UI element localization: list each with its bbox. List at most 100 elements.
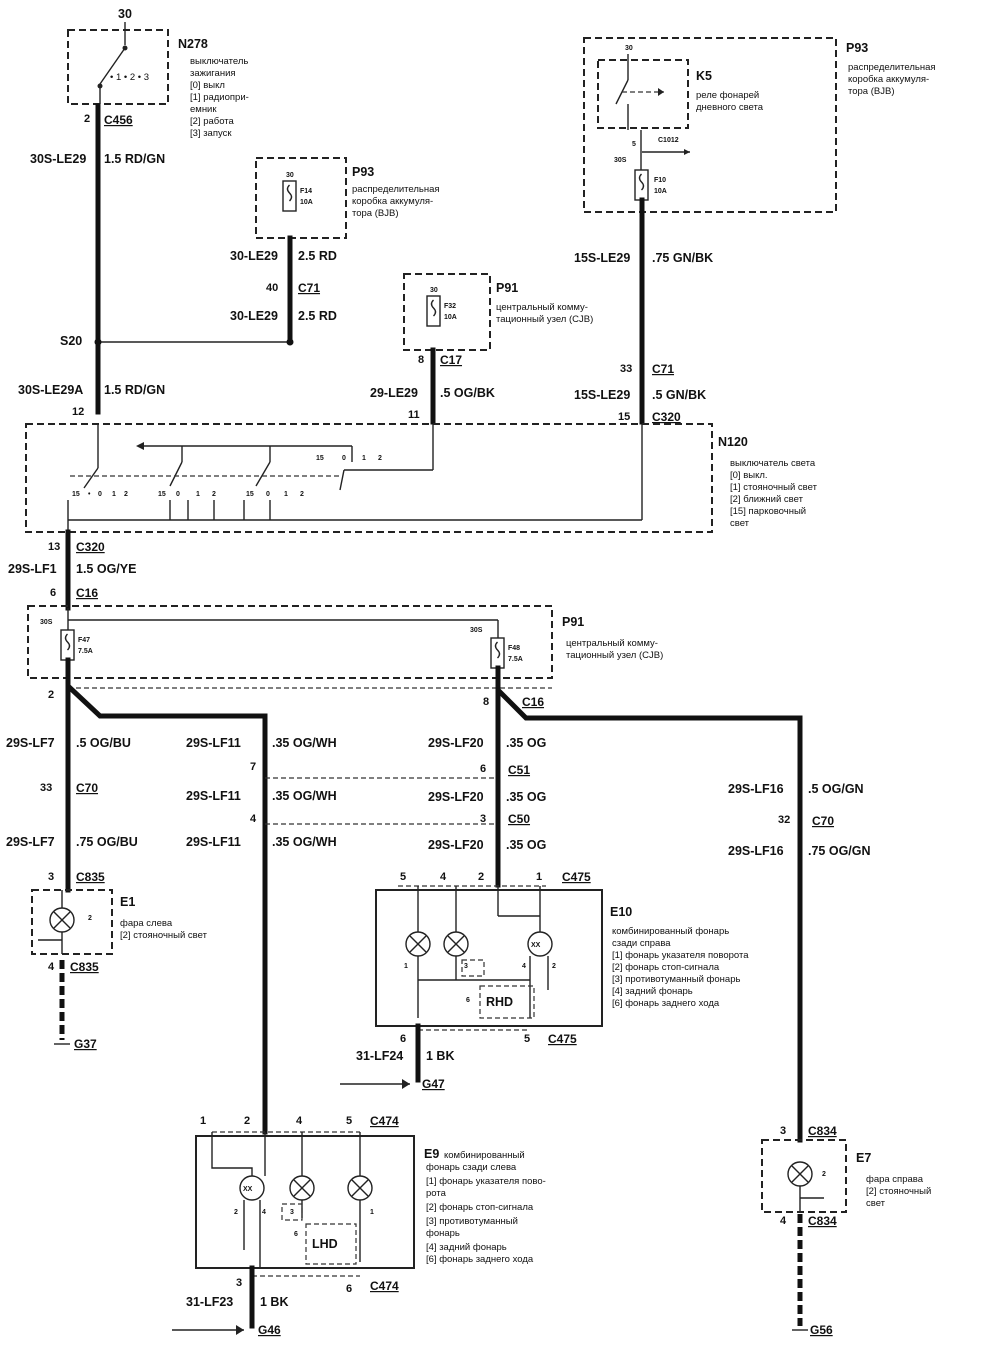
- connector-c51: C51: [508, 763, 530, 777]
- e10-rhd-label: RHD: [486, 995, 513, 1009]
- cjb-top-box: [403, 273, 491, 351]
- wire-color-2: 2.5 RD: [298, 249, 337, 263]
- c51-pin-7: 7: [250, 761, 256, 773]
- connector-c16-a: C16: [76, 586, 98, 600]
- wire-color-10: .75 OG/BU: [76, 835, 138, 849]
- wire-label-31-LF23: 31-LF23: [186, 1295, 233, 1309]
- connector-c71-b: C71: [652, 362, 674, 376]
- relay-k5-box: [597, 59, 689, 129]
- ls-desc-0: выключатель света: [730, 458, 816, 469]
- e10-bot-pin-6: 6: [400, 1033, 406, 1045]
- ls-contact-0-b: 0: [176, 491, 180, 498]
- wire-label-31-LF24: 31-LF24: [356, 1049, 403, 1063]
- wire-label-29S-LF20-c: 29S-LF20: [428, 838, 484, 852]
- wire-label-29S-LF7-a: 29S-LF7: [6, 736, 55, 750]
- splice-s20: S20: [60, 334, 82, 348]
- fuse-f48-label: F48: [508, 645, 520, 652]
- wire-color-3: 2.5 RD: [298, 309, 337, 323]
- e9-top-pin-5: 5: [346, 1115, 352, 1127]
- e10-top-pin-1: 1: [536, 871, 542, 883]
- fuse-f14: [282, 180, 297, 212]
- cjb-mid-pin-2: 2: [48, 689, 54, 701]
- e9-bot-pin-6: 6: [346, 1283, 352, 1295]
- connector-c1012: C1012: [658, 137, 679, 144]
- bjb-right: 30 K5 реле фонарей дневного света 5 C101…: [583, 37, 936, 213]
- e9-bot-pin-3: 3: [236, 1277, 242, 1289]
- light-switch-box: [25, 423, 713, 533]
- e10-desc-6: [6] фонарь заднего хода: [612, 998, 720, 1009]
- ground-g56: G56: [810, 1323, 833, 1337]
- connector-c474-b: C474: [370, 1279, 399, 1293]
- wire-label-29S-LF20-b: 29S-LF20: [428, 790, 484, 804]
- relay-desc-1: дневного света: [696, 102, 764, 113]
- e9-desc-5: [3] противотуманный: [426, 1216, 518, 1227]
- wire-label-30S-LE29: 30S-LE29: [30, 152, 86, 166]
- bjb-right-desc-0: распределительная: [848, 62, 936, 73]
- wire-label-29-LE29: 29-LE29: [370, 386, 418, 400]
- relay-id: K5: [696, 69, 712, 83]
- e9-lhd-box: [305, 1223, 357, 1265]
- ls-contact-0-a: 0: [98, 491, 102, 498]
- e9-desc-3: рота: [426, 1188, 447, 1199]
- connector-c835-a: C835: [76, 870, 105, 884]
- bjb-right-id: P93: [846, 41, 868, 55]
- c50-pin-3: 3: [480, 813, 486, 825]
- e7-desc-0: фара справа: [866, 1174, 924, 1185]
- wire-color-7: .5 GN/BK: [652, 388, 706, 402]
- wire-label-29S-LF16-a: 29S-LF16: [728, 782, 784, 796]
- e9-top-pin-2: 2: [244, 1115, 250, 1127]
- c50-pin-4: 4: [250, 813, 257, 825]
- e9-desc-0: комбинированный: [444, 1150, 525, 1161]
- cjb-top: 30 F32 10A P91 центральный комму- тацион…: [403, 273, 593, 367]
- ls-contact-1-a: 1: [112, 491, 116, 498]
- wire-color-20: 1 BK: [260, 1295, 288, 1309]
- e9-inner-4: 4: [262, 1209, 266, 1216]
- cjb-top-desc-1: тационный узел (CJB): [496, 314, 593, 325]
- rear-lamp-right: 5 4 2 1 C475 XX 1 3 4 2 RHD 6 E10 комбин…: [375, 870, 749, 1046]
- e10-desc-1: сзади справа: [612, 938, 671, 949]
- svg-text:XX: XX: [243, 1186, 253, 1193]
- wire-label-29S-LF16-b: 29S-LF16: [728, 844, 784, 858]
- e9-top-pin-1: 1: [200, 1115, 206, 1127]
- fuse-f10-label: F10: [654, 177, 666, 184]
- e9-desc-2: [1] фонарь указателя пово-: [426, 1176, 546, 1187]
- cjb-mid-desc-1: тационный узел (CJB): [566, 650, 663, 661]
- ignition-desc-6: [3] запуск: [190, 128, 232, 139]
- e9-lhd-pin: 6: [294, 1231, 298, 1238]
- connector-c70-a: C70: [76, 781, 98, 795]
- wire-color-5: .5 OG/BK: [440, 386, 495, 400]
- c71-pin-40: 40: [266, 282, 278, 294]
- e7-inner-pin: 2: [822, 1171, 826, 1178]
- connector-c320-a: C320: [652, 410, 681, 424]
- ls-contact-2-a: 2: [124, 491, 128, 498]
- cjb-mid-id: P91: [562, 615, 584, 629]
- wire-label-30S-LE29A: 30S-LE29A: [18, 383, 83, 397]
- e9-desc-4: [2] фонарь стоп-сигнала: [426, 1202, 534, 1213]
- ignition-desc-0: выключатель: [190, 56, 248, 67]
- wire-color-17: .5 OG/GN: [808, 782, 864, 796]
- e7-id: E7: [856, 1151, 871, 1165]
- bjb-right-term: 30S: [614, 157, 627, 164]
- ignition-switch-box: [67, 29, 169, 105]
- e9-top-pin-4: 4: [296, 1115, 303, 1127]
- wire-color-11: .35 OG/WH: [272, 736, 337, 750]
- e9-id: E9: [424, 1147, 439, 1161]
- light-switch: 12 11 15 C320 15 • 0 1 2 15 0 1 2 15 0 1…: [25, 406, 818, 533]
- ls-pin-15: 15: [618, 411, 630, 423]
- ignition-pin: 2: [84, 113, 90, 125]
- e10-rhd-pin: 6: [466, 997, 470, 1004]
- wire-label-15S-LE29-b: 15S-LE29: [574, 388, 630, 402]
- wire-color-19: 1 BK: [426, 1049, 454, 1063]
- cjb-top-id: P91: [496, 281, 518, 295]
- headlamp-left: 3 C835 2 E1 фара слева [2] стояночный св…: [31, 870, 208, 974]
- wire-color-13: .35 OG/WH: [272, 835, 337, 849]
- e10-top-pin-5: 5: [400, 871, 406, 883]
- wire-color-9: .5 OG/BU: [76, 736, 131, 750]
- svg-text:•: •: [88, 491, 91, 498]
- e10-desc-5: [4] задний фонарь: [612, 986, 693, 997]
- connector-c17: C17: [440, 353, 462, 367]
- e9-desc-1: фонарь сзади слева: [426, 1162, 517, 1173]
- e7-pin-top: 3: [780, 1125, 786, 1137]
- e10-bot-pin-5: 5: [524, 1033, 530, 1045]
